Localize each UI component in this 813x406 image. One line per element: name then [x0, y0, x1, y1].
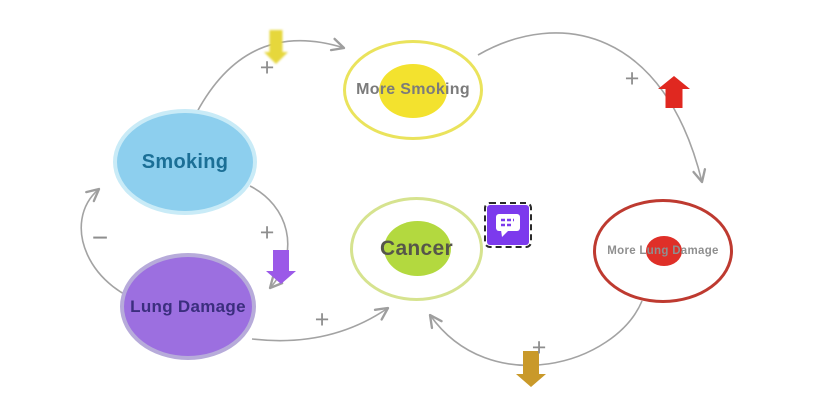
speech-bubble-icon [496, 214, 520, 237]
node-more-smoking-label: More Smoking [356, 81, 470, 98]
polarity-sign-lung-damage-smoking: − [91, 222, 109, 253]
edge-lung-damage-to-cancer [251, 306, 390, 342]
node-cancer-label: Cancer [379, 237, 453, 260]
node-cancer[interactable]: Cancer [350, 197, 483, 301]
node-smoking-label: Smoking [141, 150, 229, 173]
polarity-sign-lung-damage-cancer: + [314, 305, 330, 334]
node-more-smoking-core [379, 64, 447, 118]
edge-smoking-to-more-smoking [196, 37, 346, 113]
node-more-lung-damage-label: More Lung Damage [607, 245, 719, 257]
node-more-lung-damage-core [646, 236, 682, 266]
node-lung-damage[interactable]: Lung Damage [120, 253, 256, 360]
node-cancer-core [384, 221, 451, 276]
node-smoking[interactable]: Smoking [113, 109, 257, 215]
node-more-smoking[interactable]: More Smoking [343, 40, 483, 140]
gold-down-arrow-icon[interactable] [516, 351, 546, 387]
edge-more-lung-damage-to-cancer [428, 300, 643, 367]
polarity-sign-more-lung-damage-cancer: + [531, 333, 547, 362]
yellow-down-arrow-icon[interactable] [264, 30, 288, 64]
purple-down-arrow-icon[interactable] [266, 250, 296, 284]
red-up-arrow-icon[interactable] [658, 76, 690, 108]
polarity-sign-smoking-more-smoking: + [259, 53, 275, 82]
edge-more-smoking-to-more-lung-damage [477, 32, 707, 184]
node-lung-damage-label: Lung Damage [130, 296, 246, 316]
comment-sticker[interactable] [484, 202, 532, 248]
node-more-lung-damage[interactable]: More Lung Damage [593, 199, 733, 303]
polarity-sign-more-smoking-more-lung-damage: + [624, 64, 640, 93]
polarity-sign-smoking-lung-damage: + [259, 218, 275, 247]
